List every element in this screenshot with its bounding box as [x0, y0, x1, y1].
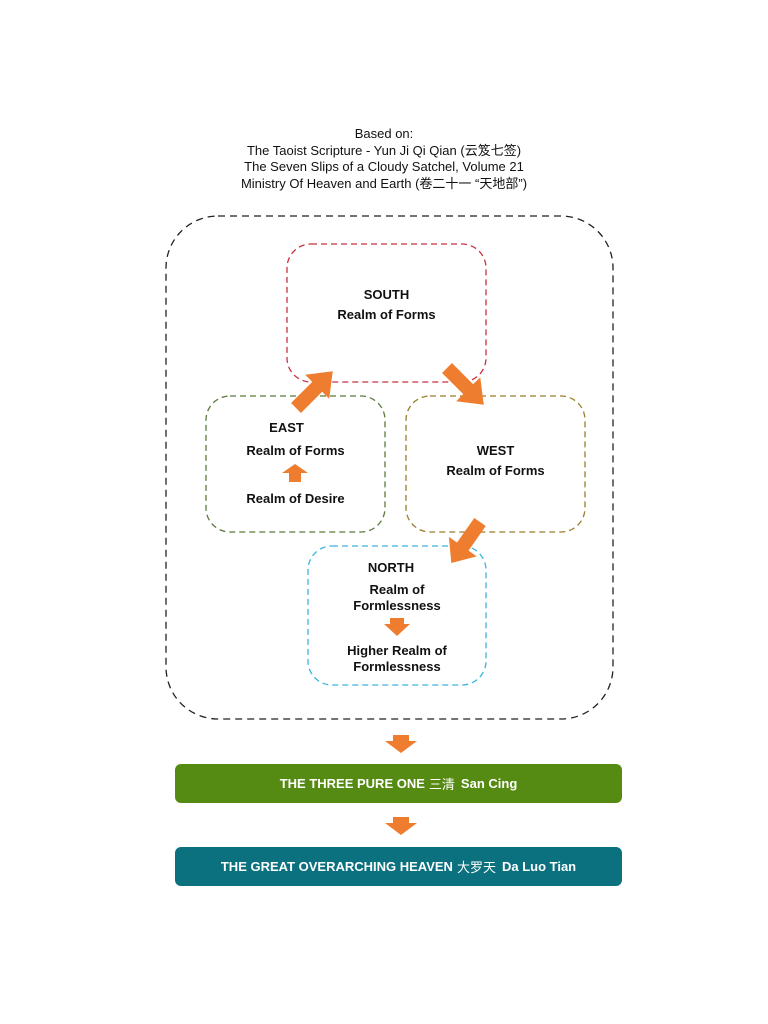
header-line-scripture: The Taoist Scripture - Yun Ji Qi Qian (云…: [246, 142, 522, 158]
east-upper-realm-label: Realm of Forms: [246, 442, 345, 458]
west-node: WEST Realm of Forms: [406, 396, 585, 532]
three-pure-chinese-label: 三清: [428, 778, 455, 793]
north-down-arrow-icon: [384, 618, 410, 636]
east-direction-label: EAST: [269, 419, 304, 435]
arrow-to-three-pure: [385, 735, 417, 753]
east-lower-realm-label: Realm of Desire: [246, 490, 345, 506]
south-direction-label: SOUTH: [363, 287, 410, 302]
three-pure-one-bar: THE THREE PURE ONE 三清 San Cing: [175, 764, 622, 803]
great-heaven-chinese-label: 大罗天: [456, 861, 496, 876]
east-up-arrow-icon: [282, 463, 309, 482]
north-node: NORTH Realm of Formlessness Higher Realm…: [308, 546, 486, 685]
header-line-seven-slips: The Seven Slips of a Cloudy Satchel, Vol…: [244, 159, 524, 174]
great-heaven-english-label: THE GREAT OVERARCHING HEAVEN: [220, 859, 453, 874]
west-direction-label: WEST: [476, 443, 515, 458]
east-node: EAST Realm of Forms Realm of Desire: [206, 396, 385, 532]
header-line-ministry: Ministry Of Heaven and Earth (卷二十一 “天地部”…: [240, 175, 528, 191]
great-overarching-heaven-bar: THE GREAT OVERARCHING HEAVEN 大罗天 Da Luo …: [175, 847, 622, 886]
west-realm-label: Realm of Forms: [446, 463, 545, 478]
great-heaven-pinyin-label: Da Luo Tian: [501, 859, 577, 874]
source-header: Based on: The Taoist Scripture - Yun Ji …: [0, 126, 768, 192]
south-node: SOUTH Realm of Forms: [287, 244, 486, 382]
south-realm-label: Realm of Forms: [337, 307, 436, 322]
arrow-to-great-heaven: [385, 817, 417, 835]
three-pure-pinyin-label: San Cing: [460, 776, 518, 791]
header-line-based-on: Based on:: [354, 126, 414, 141]
three-pure-english-label: THE THREE PURE ONE: [279, 776, 425, 791]
north-direction-label: NORTH: [367, 560, 415, 575]
north-upper-realm-label: Realm of Formlessness: [353, 582, 441, 613]
north-lower-realm-label: Higher Realm of Formlessness: [347, 643, 447, 674]
